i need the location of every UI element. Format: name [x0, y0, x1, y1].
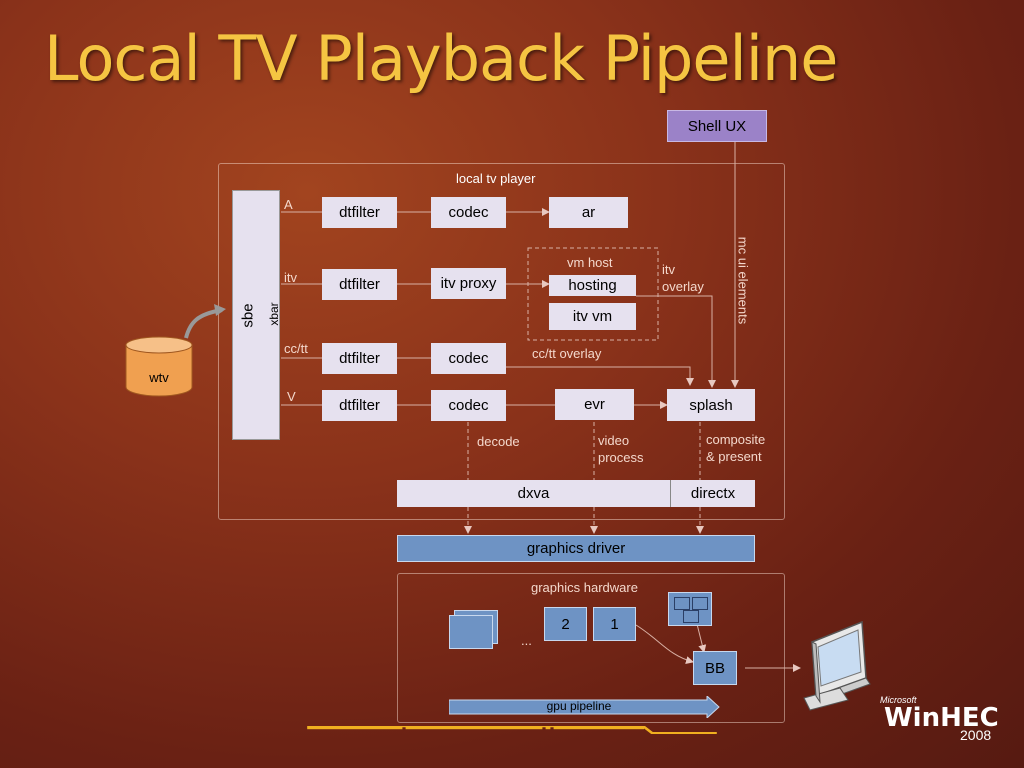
- decode-label: decode: [477, 434, 520, 449]
- gpu-pipeline-arrow: [449, 696, 720, 718]
- frame-stack-front: [449, 615, 493, 649]
- gpu-pipeline-label: gpu pipeline: [546, 699, 612, 713]
- graphics-driver-box: graphics driver: [397, 535, 755, 562]
- graphics-hardware-panel: [397, 573, 785, 723]
- ar-box: ar: [549, 197, 628, 228]
- stream-a-label: A: [284, 197, 293, 212]
- shell-ux-box: Shell UX: [667, 110, 767, 142]
- buffer-1-box: 1: [593, 607, 636, 641]
- dtfilter-itv-box: dtfilter: [322, 269, 397, 300]
- codec-a-box: codec: [431, 197, 506, 228]
- dtfilter-v-box: dtfilter: [322, 390, 397, 421]
- splash-box: splash: [667, 389, 755, 421]
- sbe-label: sbe: [239, 303, 257, 328]
- sbe-bar: [232, 190, 280, 440]
- local-tv-player-panel: [218, 163, 785, 520]
- page-title: Local TV Playback Pipeline: [44, 22, 838, 95]
- xbar-label: xbar: [267, 302, 281, 326]
- composite-present-label: composite & present: [706, 432, 766, 464]
- itv-vm-box: itv vm: [549, 303, 636, 330]
- footer-stripe: [307, 726, 717, 734]
- stream-cctt-label: cc/tt: [284, 341, 308, 356]
- graphics-hardware-label: graphics hardware: [531, 580, 638, 595]
- stream-itv-label: itv: [284, 270, 297, 285]
- wtv-cylinder: [125, 336, 193, 397]
- cctt-overlay-label: cc/tt overlay: [532, 346, 602, 361]
- buffer-2-box: 2: [544, 607, 587, 641]
- hosting-box: hosting: [549, 275, 636, 296]
- evr-box: evr: [555, 389, 634, 420]
- dtfilter-a-box: dtfilter: [322, 197, 397, 228]
- mc-ui-elements-label: mc ui elements: [735, 236, 751, 325]
- itv-proxy-box: itv proxy: [431, 268, 506, 299]
- winhec-logo: WinHEC: [884, 703, 999, 733]
- wtv-label: wtv: [149, 370, 169, 385]
- bb-box: BB: [693, 651, 737, 685]
- dtfilter-cctt-box: dtfilter: [322, 343, 397, 374]
- local-tv-player-label: local tv player: [456, 171, 536, 186]
- microsoft-logo-text: Microsoft: [880, 695, 917, 705]
- composition-icon: [668, 592, 712, 626]
- monitor-icon: [803, 620, 871, 711]
- codec-v-box: codec: [431, 390, 506, 421]
- year-label: 2008: [960, 727, 992, 743]
- stream-v-label: V: [287, 389, 296, 404]
- directx-box: directx: [670, 480, 755, 507]
- vm-host-label: vm host: [567, 255, 613, 270]
- dxva-box: dxva: [397, 480, 670, 507]
- codec-cctt-box: codec: [431, 343, 506, 374]
- video-process-label: video process: [598, 433, 644, 465]
- itv-overlay-label: itv overlay: [662, 262, 704, 294]
- ellipsis-label: ...: [521, 633, 532, 648]
